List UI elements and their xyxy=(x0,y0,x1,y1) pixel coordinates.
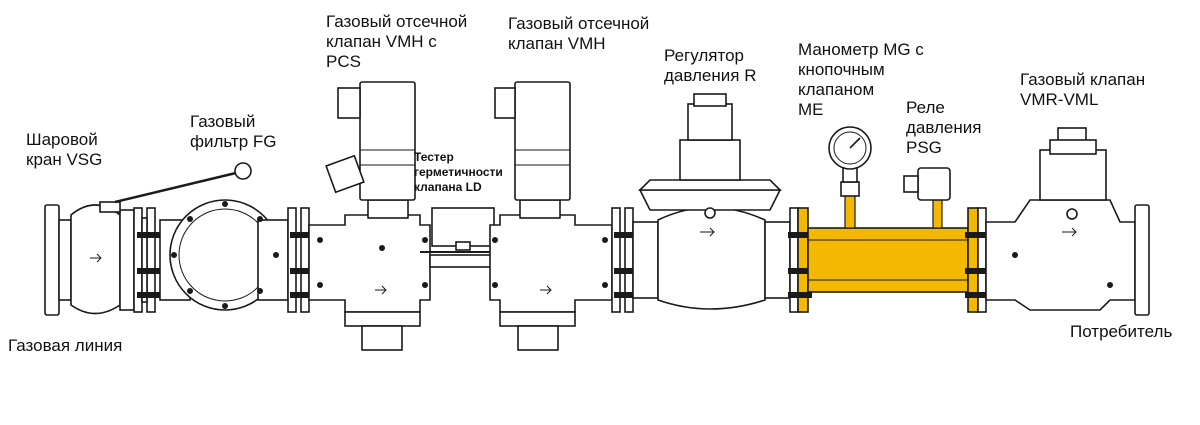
label-leak-tester-line-2: герметичности xyxy=(414,165,503,179)
label-regulator-line-1: Регулятор xyxy=(664,46,745,65)
shutoff-valve-vmh xyxy=(489,81,613,351)
label-gas-valve-vmr: Газовый клапан VMR-VML xyxy=(1020,70,1145,110)
label-manometer-line-2: кнопочным xyxy=(798,60,885,79)
label-gas-valve-vmr-line-2: VMR-VML xyxy=(1020,90,1099,109)
label-shutoff-vmh-pcs: Газовый отсечной клапан VMH с PCS xyxy=(326,12,467,72)
label-consumer: Потребитель xyxy=(1070,322,1173,341)
label-pressure-relay-line-3: PSG xyxy=(906,138,942,157)
manometer-mg-me xyxy=(828,126,872,229)
label-leak-tester-line-3: клапана LD xyxy=(414,180,482,194)
label-gas-filter: Газовый фильтр FG xyxy=(190,112,277,152)
flange-pair-5 xyxy=(965,207,989,313)
label-pressure-relay: Реле давления PSG xyxy=(906,98,981,158)
label-gas-line: Газовая линия xyxy=(8,336,123,355)
label-ball-valve-line-1: Шаровой xyxy=(26,130,98,149)
label-shutoff-vmh-pcs-line-3: PCS xyxy=(326,52,361,71)
label-manometer-line-4: ME xyxy=(798,100,824,119)
label-regulator: Регулятор давления R xyxy=(664,46,756,86)
label-shutoff-vmh-line-2: клапан VMH xyxy=(508,34,606,53)
label-gas-filter-line-1: Газовый xyxy=(190,112,256,131)
label-leak-tester-line-1: Тестер xyxy=(414,150,454,164)
gas-filter-fg xyxy=(159,199,289,311)
pressure-relay-psg xyxy=(903,167,951,229)
label-ball-valve: Шаровой кран VSG xyxy=(26,130,102,170)
label-shutoff-vmh-pcs-line-2: клапан VMH с xyxy=(326,32,437,51)
yellow-spool-pipe xyxy=(807,227,969,293)
label-pressure-relay-line-2: давления xyxy=(906,118,982,137)
label-manometer-line-1: Манометр MG с xyxy=(798,40,924,59)
ball-valve-vsg xyxy=(44,162,252,316)
shutoff-valve-vmh-pcs xyxy=(308,81,431,351)
label-regulator-line-2: давления R xyxy=(664,66,757,85)
flange-pair-1 xyxy=(133,207,161,313)
label-shutoff-vmh: Газовый отсечной клапан VMH xyxy=(508,14,649,54)
label-manometer: Манометр MG с кнопочным клапаном ME xyxy=(798,40,924,120)
label-leak-tester: Тестер герметичности клапана LD xyxy=(414,150,503,195)
pressure-regulator-r xyxy=(632,93,791,310)
label-manometer-line-3: клапаном xyxy=(798,80,875,99)
label-pressure-relay-line-1: Реле xyxy=(906,98,945,117)
label-gas-filter-line-2: фильтр FG xyxy=(190,132,277,151)
gas-valve-vmr-vml xyxy=(985,127,1150,316)
label-shutoff-vmh-pcs-line-1: Газовый отсечной xyxy=(326,12,468,31)
label-shutoff-vmh-line-1: Газовый отсечной xyxy=(508,14,650,33)
label-ball-valve-line-2: кран VSG xyxy=(26,150,103,169)
label-gas-valve-vmr-line-1: Газовый клапан xyxy=(1020,70,1146,89)
flange-pair-2 xyxy=(287,207,314,313)
